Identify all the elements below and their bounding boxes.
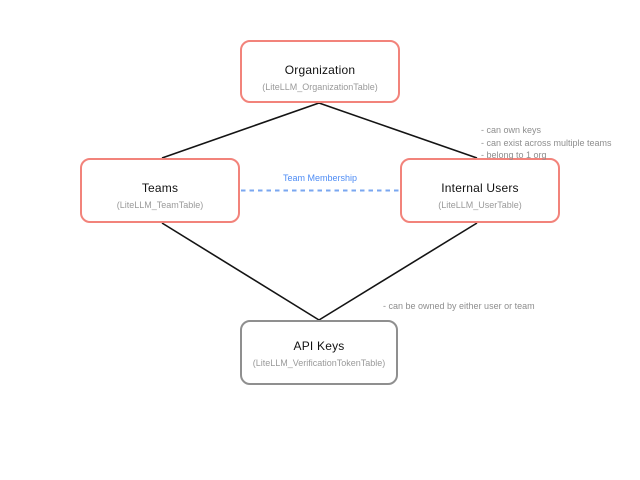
node-organization: Organization (LiteLLM_OrganizationTable)	[240, 40, 400, 103]
team-membership-label: Team Membership	[282, 173, 358, 183]
node-internal-users-title: Internal Users	[441, 181, 519, 195]
internal-users-notes: - can own keys - can exist across multip…	[481, 124, 612, 162]
edge-internal-users-api-keys	[318, 222, 478, 321]
internal-users-note-line: - can exist across multiple teams	[481, 137, 612, 148]
node-organization-title: Organization	[284, 63, 356, 77]
edge-organization-teams	[161, 102, 320, 159]
node-internal-users: Internal Users (LiteLLM_UserTable)	[400, 158, 560, 223]
node-api-keys: API Keys (LiteLLM_VerificationTokenTable…	[240, 320, 398, 385]
node-organization-subtitle: (LiteLLM_OrganizationTable)	[262, 82, 378, 92]
node-internal-users-subtitle: (LiteLLM_UserTable)	[438, 200, 522, 210]
node-teams-subtitle: (LiteLLM_TeamTable)	[116, 200, 204, 210]
node-teams-title: Teams	[141, 181, 179, 195]
edge-teams-api-keys	[161, 222, 320, 321]
node-api-keys-title: API Keys	[293, 339, 345, 353]
api-keys-note: - can be owned by either user or team	[383, 301, 535, 311]
edge-organization-internal-users	[318, 102, 478, 159]
internal-users-note-line: - can own keys	[481, 125, 542, 135]
internal-users-note-line: - belong to 1 org	[481, 150, 547, 160]
node-teams: Teams (LiteLLM_TeamTable)	[80, 158, 240, 223]
node-api-keys-subtitle: (LiteLLM_VerificationTokenTable)	[252, 358, 386, 368]
